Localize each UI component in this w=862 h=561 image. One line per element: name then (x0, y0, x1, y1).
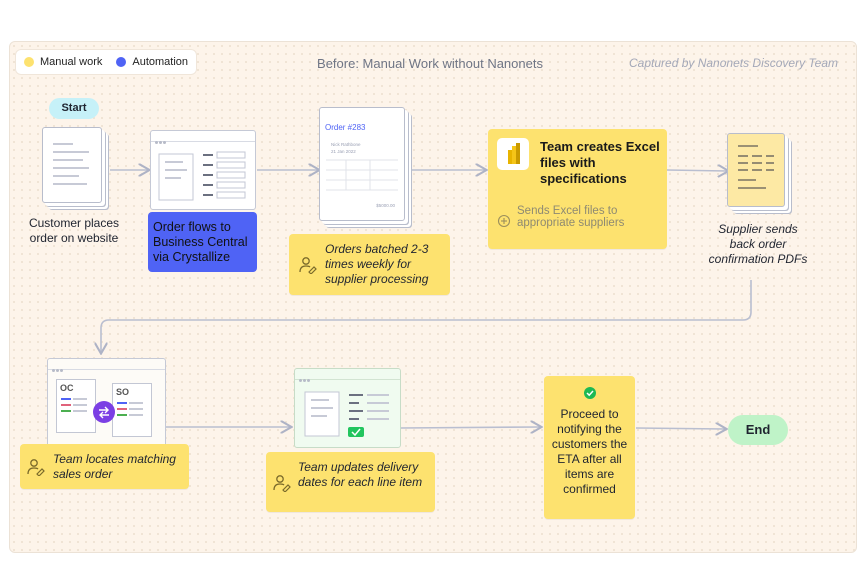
order-flows-box: Order flows to Business Central via Crys… (148, 212, 257, 272)
excel-card: Team creates Excel files with specificat… (488, 129, 667, 249)
user-edit-icon (273, 475, 291, 492)
matching-window: OC SO (47, 358, 166, 448)
order-document: Order #283 Nick Rathbone 21 Jan 2022 $50… (319, 107, 405, 221)
connector-7 (399, 427, 540, 428)
oc-lines-icon (61, 398, 87, 412)
bar-chart-logo-icon (508, 143, 520, 164)
diagram-title: Before: Manual Work without Nanonets (317, 56, 543, 71)
order-title: Order #283 (325, 123, 366, 132)
proceed-card: Proceed to notifying the customers the E… (544, 376, 635, 519)
oc-tag: OC (60, 383, 74, 393)
excel-card-title: Team creates Excel files with specificat… (540, 139, 660, 186)
team-updates-text: Team updates delivery dates for each lin… (298, 460, 423, 489)
user-edit-icon (299, 257, 317, 274)
customer-document-icon (42, 127, 102, 203)
window-titlebar (48, 359, 165, 372)
supplier-sends-label: Supplier sends back order confirmation P… (708, 222, 808, 266)
window-titlebar (295, 369, 400, 382)
connector-5 (101, 280, 752, 352)
so-tag: SO (116, 387, 130, 397)
legend: Manual work Automation (16, 50, 197, 74)
end-node: End (728, 415, 788, 445)
order-date: 21 Jan 2022 (331, 149, 356, 154)
legend-manual-label: Manual work (40, 56, 103, 68)
order-table-icon (326, 159, 398, 191)
connector-8 (635, 428, 725, 429)
proceed-text: Proceed to notifying the customers the E… (551, 407, 628, 496)
business-central-window (150, 130, 256, 210)
automation-dot (116, 57, 127, 67)
update-form-icon (304, 391, 389, 437)
orders-batched-text: Orders batched 2-3 times weekly for supp… (325, 242, 429, 286)
plus-circle-icon (497, 214, 511, 228)
order-customer-name: Nick Rathbone (331, 142, 361, 147)
so-lines-icon (117, 402, 143, 416)
orders-batched-card: Orders batched 2-3 times weekly for supp… (289, 234, 450, 295)
sends-excel-text: Sends Excel files to appropriate supplie… (517, 205, 625, 229)
so-document: SO (112, 383, 152, 437)
supplier-pdf-icon (727, 133, 785, 207)
pdf-lines-icon (738, 145, 774, 189)
user-edit-icon (27, 459, 45, 476)
document-lines-icon (53, 143, 89, 185)
team-updates-card: Team updates delivery dates for each lin… (266, 452, 435, 512)
window-titlebar (151, 131, 255, 144)
customer-order-label: Customer places order on website (28, 216, 120, 245)
manual-dot (24, 57, 34, 67)
team-locates-text: Team locates matching sales order (53, 452, 176, 481)
oc-document: OC (56, 379, 96, 433)
update-window (294, 368, 401, 448)
swap-icon (93, 401, 115, 423)
team-locates-card: Team locates matching sales order (20, 444, 189, 489)
form-icon (158, 151, 246, 201)
order-amount: $5000.00 (376, 203, 395, 208)
start-node: Start (49, 98, 99, 119)
excel-icon (497, 138, 529, 170)
credit-text: Captured by Nanonets Discovery Team (629, 56, 838, 70)
check-circle-icon (584, 387, 596, 399)
connector-4 (666, 170, 727, 171)
swap-arrows-icon (99, 406, 109, 419)
legend-automation-label: Automation (132, 56, 189, 68)
